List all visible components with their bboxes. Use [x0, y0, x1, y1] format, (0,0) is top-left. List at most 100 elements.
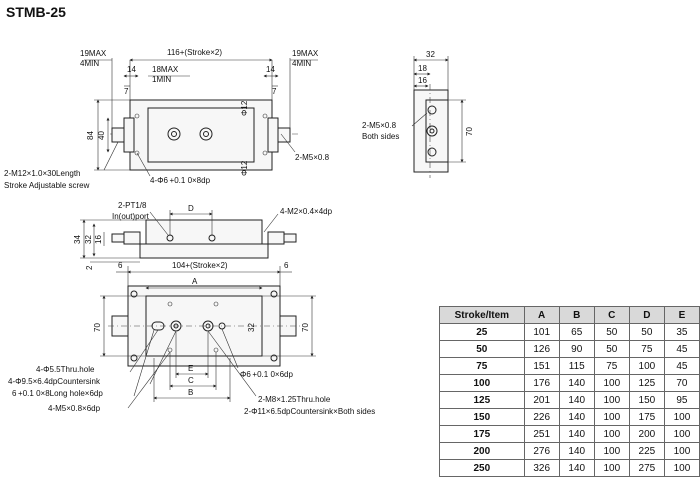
note-phi6: 4-Φ6 +0.1 0×8dp: [150, 176, 211, 185]
table-cell: 35: [663, 323, 700, 341]
table-header: A: [523, 306, 560, 324]
page-title: STMB-25: [6, 4, 66, 20]
table-cell: 150: [439, 408, 525, 426]
table-row: 125 201 140 100 150 95: [439, 391, 700, 409]
side-port-bottom: [427, 147, 437, 157]
side-port-middle-inner: [429, 128, 435, 134]
table-cell: 251: [523, 425, 560, 443]
front-right-plate: [267, 231, 285, 245]
note-m5: 2-M5×0.8: [295, 153, 330, 162]
table-cell: 250: [439, 459, 525, 477]
leader-cs: [149, 330, 177, 385]
leader-screw: [103, 141, 119, 171]
bottom-tap-hole: [213, 301, 219, 307]
dim-d: D: [188, 204, 194, 213]
note-port: In(out)port: [112, 212, 150, 221]
table-cell: 200: [439, 442, 525, 460]
note-phi6: Φ6 +0.1 0×6dp: [240, 370, 293, 379]
dim-6-left: 6: [118, 261, 123, 270]
table-cell: 225: [628, 442, 665, 460]
table-cell: 75: [628, 340, 665, 358]
dim-32: 32: [426, 50, 435, 59]
dim-32: 32: [247, 323, 256, 332]
bottom-corner-hole: [130, 290, 138, 298]
leader-m8: [207, 330, 257, 397]
bottom-corner-hole: [270, 290, 278, 298]
dim-7-right: 7: [272, 87, 277, 96]
table-cell: 175: [439, 425, 525, 443]
top-right-screw: [277, 127, 291, 143]
table-cell: 100: [663, 408, 700, 426]
leader-side-m5: [411, 112, 428, 127]
leader-phi6: [136, 152, 151, 177]
table-cell: 151: [523, 357, 560, 375]
table-cell: 100: [628, 357, 665, 375]
table-cell: 200: [628, 425, 665, 443]
table-cell: 125: [439, 391, 525, 409]
table-row: 175 251 140 100 200 100: [439, 425, 700, 443]
side-port-middle: [426, 125, 438, 137]
top-hole-left-inner: [171, 131, 177, 137]
top-right-endplate: [267, 117, 279, 153]
leader-m2: [263, 213, 279, 233]
dim-phi12-top: Φ12: [240, 100, 249, 116]
note-screw-adjustable: Stroke Adjustable screw: [4, 181, 90, 190]
dim-phi12-bottom: Φ12: [240, 160, 249, 176]
bottom-corner-hole: [130, 354, 138, 362]
table-cell: 140: [558, 442, 595, 460]
table-cell: 100: [439, 374, 525, 392]
table-cell: 275: [628, 459, 665, 477]
table-cell: 100: [593, 442, 630, 460]
table-cell: 140: [558, 408, 595, 426]
table-cell: 125: [628, 374, 665, 392]
table-cell: 50: [439, 340, 525, 358]
dim-c: C: [188, 376, 194, 385]
table-cell: 276: [523, 442, 560, 460]
table-cell: 45: [663, 340, 700, 358]
top-hole-right: [199, 127, 213, 141]
front-body: [139, 243, 269, 259]
table-cell: 115: [558, 357, 595, 375]
top-slide-table: [147, 107, 255, 163]
table-row: 25 101 65 50 50 35: [439, 323, 700, 341]
table-cell: 100: [663, 442, 700, 460]
note-long-hole: 6 +0.1 0×8Long hole×6dp: [12, 389, 103, 398]
dim-6-right: 6: [284, 261, 289, 270]
dim-40: 40: [97, 131, 106, 140]
table-header: E: [663, 306, 700, 324]
table-cell: 50: [593, 340, 630, 358]
bottom-corner-hole: [270, 354, 278, 362]
table-cell: 226: [523, 408, 560, 426]
bottom-countersink-right-inner: [205, 323, 211, 329]
leader-m5: [127, 351, 171, 409]
table-cell: 100: [593, 459, 630, 477]
note-thru: 4-Φ5.5Thru.hole: [36, 365, 95, 374]
table-cell: 100: [593, 391, 630, 409]
leader-phi6: [221, 328, 239, 369]
table-cell: 101: [523, 323, 560, 341]
table-header: B: [558, 306, 595, 324]
note-side-m5: 2-M5×0.8: [362, 121, 397, 130]
table-cell: 100: [593, 374, 630, 392]
table-cell: 100: [593, 425, 630, 443]
top-small-hole: [262, 113, 268, 119]
note-countersink: 4-Φ9.5×6.4dpCountersink: [8, 377, 101, 386]
dim-total: 116+(Stroke×2): [167, 48, 222, 57]
top-hole-left: [167, 127, 181, 141]
table-row: 100 176 140 100 125 70: [439, 374, 700, 392]
table-cell: 201: [523, 391, 560, 409]
table-cell: 50: [628, 323, 665, 341]
leader-long: [133, 329, 155, 397]
table-header: D: [628, 306, 665, 324]
dim-right-min: 4MIN: [292, 59, 311, 68]
table-cell: 176: [523, 374, 560, 392]
table-cell: 100: [663, 459, 700, 477]
dim-7-left: 7: [124, 87, 129, 96]
front-table: [145, 219, 263, 245]
table-cell: 65: [558, 323, 595, 341]
leader-pt: [149, 211, 169, 236]
top-small-hole: [262, 150, 268, 156]
table-cell: 175: [628, 408, 665, 426]
top-small-hole: [134, 113, 140, 119]
